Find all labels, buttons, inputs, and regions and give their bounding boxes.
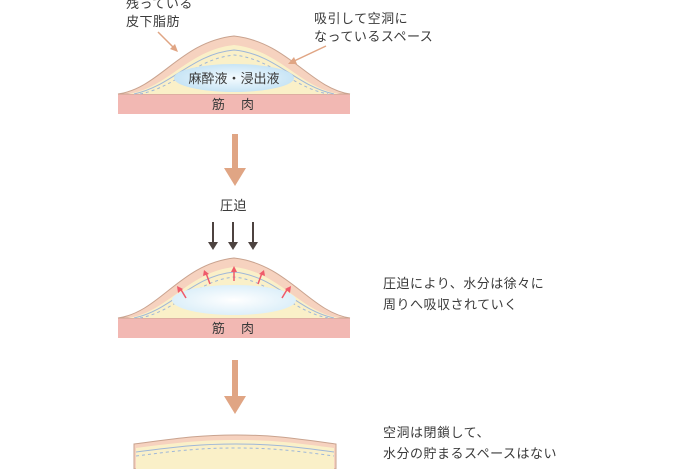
- top-fluid-label: 麻酔液・浸出液: [188, 72, 279, 87]
- middle-panel: 筋 肉: [118, 258, 350, 338]
- transition-arrow-2: [224, 360, 246, 414]
- top-muscle-label: 筋 肉: [212, 97, 260, 113]
- middle-muscle-label: 筋 肉: [212, 321, 260, 337]
- bottom-panel: [134, 435, 336, 469]
- top-panel: 麻酔液・浸出液 筋 肉: [118, 32, 350, 114]
- pressure-arrows: [208, 222, 258, 250]
- cavity-callout-line: [292, 46, 326, 62]
- middle-fluid-cavity: [172, 285, 296, 315]
- transition-arrow-1: [224, 134, 246, 186]
